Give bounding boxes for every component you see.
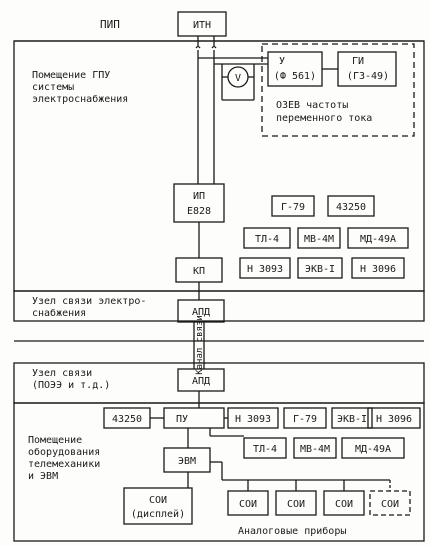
label-gpu-2: системы: [32, 82, 74, 93]
ozev-dashed-frame: [261, 43, 415, 137]
zone-pom: [13, 402, 425, 542]
block-43250b-label: 43250: [112, 414, 142, 425]
block-g79a: [271, 195, 315, 217]
block-g79a-label: Г-79: [281, 202, 305, 213]
block-tl4b-label: ТЛ-4: [253, 444, 277, 455]
block-ip-label-2: Е828: [187, 206, 211, 217]
block-evm-label: ЭВМ: [178, 456, 196, 467]
block-mv4mb-label: МВ-4М: [300, 444, 330, 455]
block-soi4-label: СОИ: [381, 499, 399, 510]
analog-devices-label: Аналоговые приборы: [238, 525, 346, 537]
label-gpu-1: Помещение ГПУ: [32, 70, 110, 81]
label-uzel2-1: Узел связи: [32, 368, 92, 379]
block-n3096b-label: Н 3096: [376, 414, 412, 425]
block-evm: [163, 447, 211, 473]
label-pom-4: и ЭВМ: [28, 471, 58, 482]
block-n3096a-label: Н 3096: [360, 264, 396, 275]
wires: [150, 36, 391, 491]
block-apd2: [177, 368, 225, 392]
block-tl4b: [243, 437, 287, 459]
ozev-label-2: переменного тока: [276, 113, 372, 124]
block-soi-display: [123, 487, 193, 525]
block-mv4ma: [297, 227, 341, 249]
voltmeter-label: V: [235, 73, 241, 84]
block-43250a: [327, 195, 375, 217]
block-n3096b: [367, 407, 421, 429]
block-mv4mb: [293, 437, 337, 459]
block-43250a-label: 43250: [336, 202, 366, 213]
label-uzel1-1: Узел связи электро-: [32, 296, 146, 307]
label-gpu-3: электроснабжения: [32, 93, 128, 105]
label-pom-1: Помещение: [28, 435, 82, 446]
block-pu: [163, 407, 225, 429]
block-g79b-label: Г-79: [293, 414, 317, 425]
block-ip-label-1: ИП: [193, 191, 205, 202]
block-ekv1b: [331, 407, 373, 429]
block-tl4a: [243, 227, 291, 249]
block-soi-display-label-2: (дисплей): [131, 508, 185, 520]
ozev-label-1: ОЗЕВ частоты: [276, 100, 348, 111]
label-uzel1-2: снабжения: [32, 307, 86, 319]
zone-uzel1: [13, 290, 425, 322]
label-pom-3: телемеханики: [28, 459, 100, 470]
block-md49aa: [347, 227, 409, 249]
block-n3093a: [239, 257, 291, 279]
block-md49aa-label: МД-49А: [360, 234, 396, 245]
block-soi1-label: СОИ: [239, 499, 257, 510]
label-uzel2-2: (ПОЭЭ и т.д.): [32, 380, 110, 391]
block-ekv1a: [297, 257, 343, 279]
block-u-label-2: (Ф 561): [274, 71, 316, 82]
block-n3093a-label: Н 3093: [247, 264, 283, 275]
block-n3093b-label: Н 3093: [235, 414, 271, 425]
block-u-label-1: У: [279, 56, 285, 67]
block-mv4ma-label: МВ-4М: [304, 234, 334, 245]
block-ekv1a-label: ЭКВ-I: [305, 264, 335, 275]
block-tl4a-label: ТЛ-4: [255, 234, 279, 245]
block-md49ab-label: МД-49А: [355, 444, 391, 455]
block-soi2-label: СОИ: [287, 499, 305, 510]
block-soi-display-label-1: СОИ: [149, 495, 167, 506]
block-apd1-label: АПД: [192, 307, 210, 318]
block-apd1: [177, 299, 225, 323]
block-itn: [177, 11, 227, 37]
block-gi-label-1: ГИ: [352, 56, 364, 67]
block-apd2-label: АПД: [192, 376, 210, 387]
channel-label: Канал связи: [195, 315, 205, 375]
label-pip: ПИП: [100, 18, 120, 31]
block-g79b: [283, 407, 327, 429]
block-kp-label: КП: [193, 266, 205, 277]
block-n3096a: [351, 257, 405, 279]
block-ekv1b-label: ЭКВ-I: [337, 414, 367, 425]
block-itn-label: ИТН: [193, 20, 211, 31]
block-soi3-label: СОИ: [335, 499, 353, 510]
block-pu-label: ПУ: [176, 414, 188, 425]
label-pom-2: оборудования: [28, 446, 100, 458]
block-md49ab: [341, 437, 405, 459]
block-gi-label-2: (ГЗ-49): [347, 71, 389, 82]
